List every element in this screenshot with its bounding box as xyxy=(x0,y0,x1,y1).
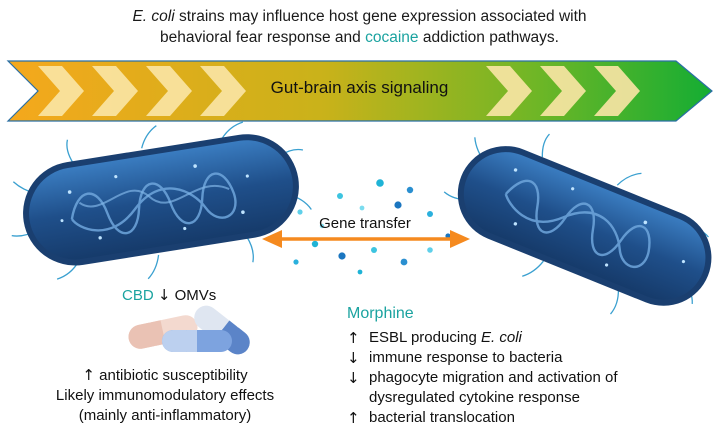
morphine-item: ↑ ESBL producing E. coli xyxy=(347,328,618,348)
cbd-down-arrow: ↓ xyxy=(157,286,171,304)
morphine-item-text: dysregulated cytokine response xyxy=(369,389,580,406)
diagram-title: E. coli strains may influence host gene … xyxy=(0,6,719,48)
cbd-effect-up-arrow: ↑ xyxy=(82,366,95,384)
title-cocaine: cocaine xyxy=(365,29,419,46)
morphine-item: ↓ phagocyte migration and activation of xyxy=(347,368,618,388)
cbd-effect-1: antibiotic susceptibility xyxy=(99,367,248,384)
morphine-item-arrow: ↑ xyxy=(347,329,360,347)
morphine-item-arrow: ↓ xyxy=(347,369,360,387)
morphine-item-arrow: ↑ xyxy=(347,409,360,427)
title-line2-end: addiction pathways. xyxy=(418,29,559,46)
gene-transfer-label: Gene transfer xyxy=(319,215,411,232)
morphine-item: dysregulated cytokine response xyxy=(347,388,618,408)
dna-particles-icon xyxy=(293,179,451,275)
bacterium-left-icon xyxy=(11,121,312,280)
morphine-item: ↑ bacterial translocation xyxy=(347,408,618,428)
gut-brain-axis-arrow xyxy=(6,60,713,122)
title-ecoli: E. coli xyxy=(132,8,175,25)
cbd-line: CBD ↓ OMVs xyxy=(122,286,216,304)
morphine-item: ↓ immune response to bacteria xyxy=(347,348,618,368)
gene-transfer-arrow xyxy=(262,230,470,248)
cbd-target: OMVs xyxy=(174,287,217,304)
title-line2-start: behavioral fear response and xyxy=(160,29,366,46)
chevrons-right-icon xyxy=(486,66,640,116)
capsules-icon xyxy=(128,305,250,355)
morphine-item-arrow: ↓ xyxy=(347,349,360,367)
morphine-item-text: ESBL producing xyxy=(369,329,482,346)
cbd-effect-2: Likely immunomodulatory effects xyxy=(55,387,275,404)
chevrons-left-icon xyxy=(38,66,246,116)
morphine-item-arrow xyxy=(347,388,369,408)
cbd-name: CBD xyxy=(122,287,154,304)
morphine-item-text: immune response to bacteria xyxy=(369,349,563,366)
morphine-item-italic: E. coli xyxy=(481,329,522,346)
cbd-effect-3: (mainly anti-inflammatory) xyxy=(78,407,252,424)
title-line1: strains may influence host gene expressi… xyxy=(174,8,587,25)
morphine-item-text: bacterial translocation xyxy=(369,409,515,426)
gut-brain-axis-label: Gut-brain axis signaling xyxy=(270,78,449,97)
bacterium-right-icon xyxy=(443,133,712,315)
morphine-title: Morphine xyxy=(347,305,414,322)
morphine-effects-list: ↑ ESBL producing E. coli ↓ immune respon… xyxy=(347,328,618,428)
cbd-effects: ↑ antibiotic susceptibility Likely immun… xyxy=(0,365,330,426)
morphine-item-text: phagocyte migration and activation of xyxy=(369,369,618,386)
